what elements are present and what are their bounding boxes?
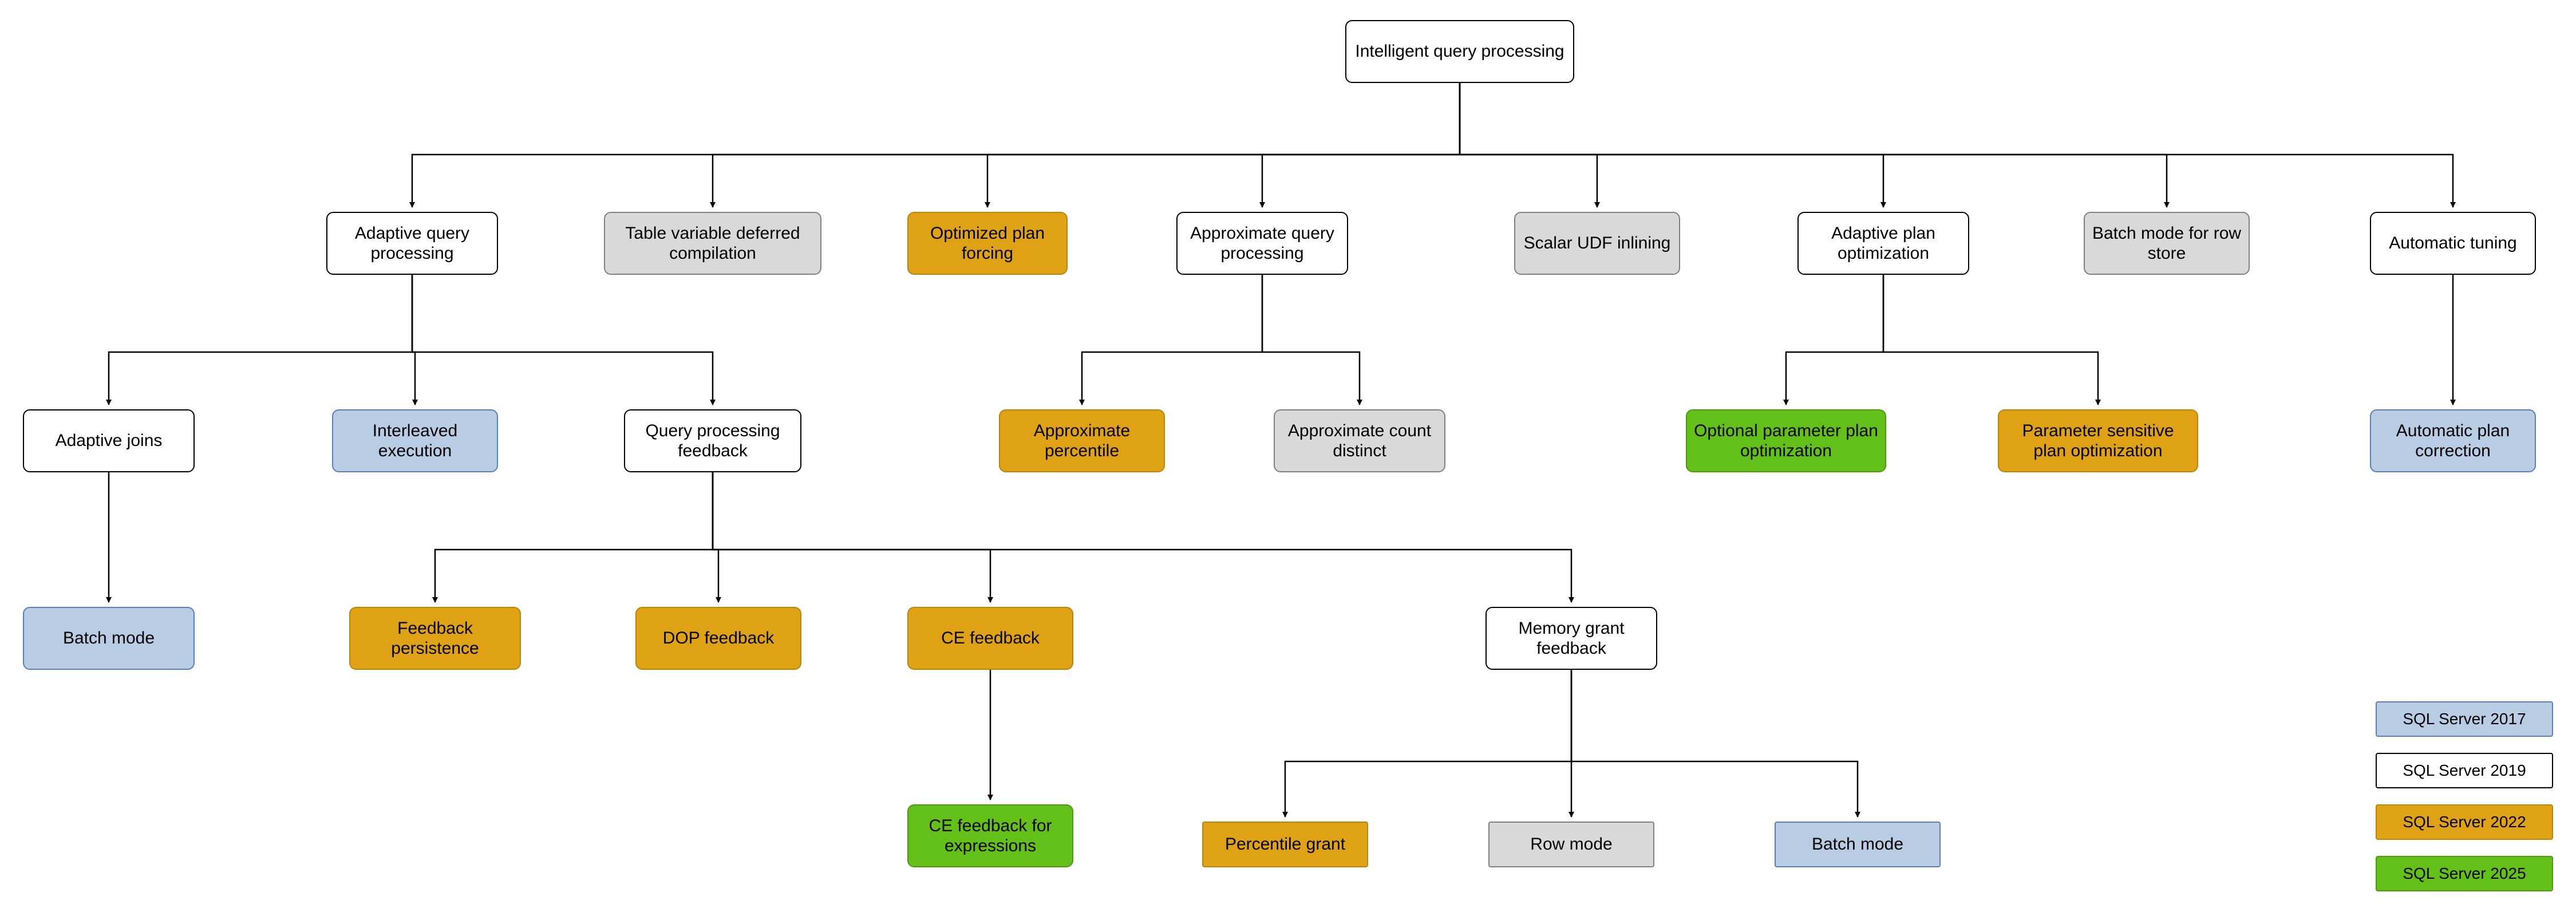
node-label: Feedback persistence: [391, 618, 479, 658]
node-label: Table variable deferred compilation: [625, 223, 800, 263]
node-autotune[interactable]: Automatic tuning: [2370, 212, 2536, 275]
legend-label: SQL Server 2022: [2403, 813, 2526, 831]
node-cefe[interactable]: CE feedback for expressions: [907, 804, 1073, 867]
legend-label: SQL Server 2019: [2403, 761, 2526, 779]
node-apc[interactable]: Automatic plan correction: [2370, 409, 2536, 472]
node-label: Batch mode for row store: [2092, 223, 2242, 263]
node-pspo[interactable]: Parameter sensitive plan optimization: [1998, 409, 2198, 472]
node-batchmode2[interactable]: Batch mode: [1775, 822, 1941, 867]
node-adaptivejoins[interactable]: Adaptive joins: [23, 409, 195, 472]
node-label: Automatic tuning: [2389, 234, 2517, 253]
node-label: Intelligent query processing: [1355, 42, 1564, 61]
legend-label: SQL Server 2017: [2403, 710, 2526, 728]
node-interleaved[interactable]: Interleaved execution: [332, 409, 498, 472]
node-rowmode[interactable]: Row mode: [1488, 822, 1654, 867]
node-label: Interleaved execution: [372, 421, 458, 460]
node-aqp[interactable]: Adaptive query processing: [326, 212, 498, 275]
node-apq[interactable]: Approximate query processing: [1176, 212, 1348, 275]
legend-label: SQL Server 2025: [2403, 864, 2526, 882]
node-root[interactable]: Intelligent query processing: [1345, 20, 1574, 83]
node-label: Approximate percentile: [1033, 421, 1131, 460]
node-opf[interactable]: Optimized plan forcing: [907, 212, 1068, 275]
node-udf[interactable]: Scalar UDF inlining: [1514, 212, 1680, 275]
legend-item-2: SQL Server 2022: [2376, 804, 2553, 840]
node-label: Row mode: [1530, 835, 1613, 854]
node-tvdc[interactable]: Table variable deferred compilation: [604, 212, 821, 275]
node-label: CE feedback for expressions: [929, 816, 1052, 855]
node-mgf[interactable]: Memory grant feedback: [1485, 607, 1657, 670]
node-label: Batch mode: [1811, 835, 1904, 854]
node-label: Optional parameter plan optimization: [1694, 421, 1878, 460]
node-label: CE feedback: [941, 629, 1040, 648]
node-label: Adaptive plan optimization: [1831, 223, 1935, 263]
node-label: Memory grant feedback: [1518, 618, 1625, 658]
legend-item-0: SQL Server 2017: [2376, 701, 2553, 737]
node-label: Approximate count distinct: [1287, 421, 1432, 460]
node-approxpct[interactable]: Approximate percentile: [999, 409, 1165, 472]
node-bmrs[interactable]: Batch mode for row store: [2084, 212, 2250, 275]
node-label: Approximate query processing: [1190, 223, 1334, 263]
node-label: DOP feedback: [662, 629, 775, 648]
node-label: Optimized plan forcing: [930, 223, 1045, 263]
node-pctgrant[interactable]: Percentile grant: [1202, 822, 1368, 867]
node-qpf[interactable]: Query processing feedback: [624, 409, 801, 472]
node-label: Parameter sensitive plan optimization: [2022, 421, 2174, 460]
legend-item-1: SQL Server 2019: [2376, 753, 2553, 788]
node-label: Adaptive query processing: [354, 223, 470, 263]
node-cefeedback[interactable]: CE feedback: [907, 607, 1073, 670]
node-approxcount[interactable]: Approximate count distinct: [1274, 409, 1445, 472]
node-label: Adaptive joins: [55, 431, 163, 451]
node-feedbackpersist[interactable]: Feedback persistence: [349, 607, 521, 670]
node-batchmode1[interactable]: Batch mode: [23, 607, 195, 670]
node-dopfeedback[interactable]: DOP feedback: [635, 607, 801, 670]
node-oppo[interactable]: Optional parameter plan optimization: [1686, 409, 1886, 472]
node-apo[interactable]: Adaptive plan optimization: [1797, 212, 1969, 275]
node-label: Percentile grant: [1224, 835, 1346, 854]
node-label: Query processing feedback: [645, 421, 780, 460]
node-label: Scalar UDF inlining: [1523, 234, 1671, 253]
legend-item-3: SQL Server 2025: [2376, 856, 2553, 891]
node-label: Automatic plan correction: [2396, 421, 2510, 460]
node-label: Batch mode: [62, 629, 155, 648]
